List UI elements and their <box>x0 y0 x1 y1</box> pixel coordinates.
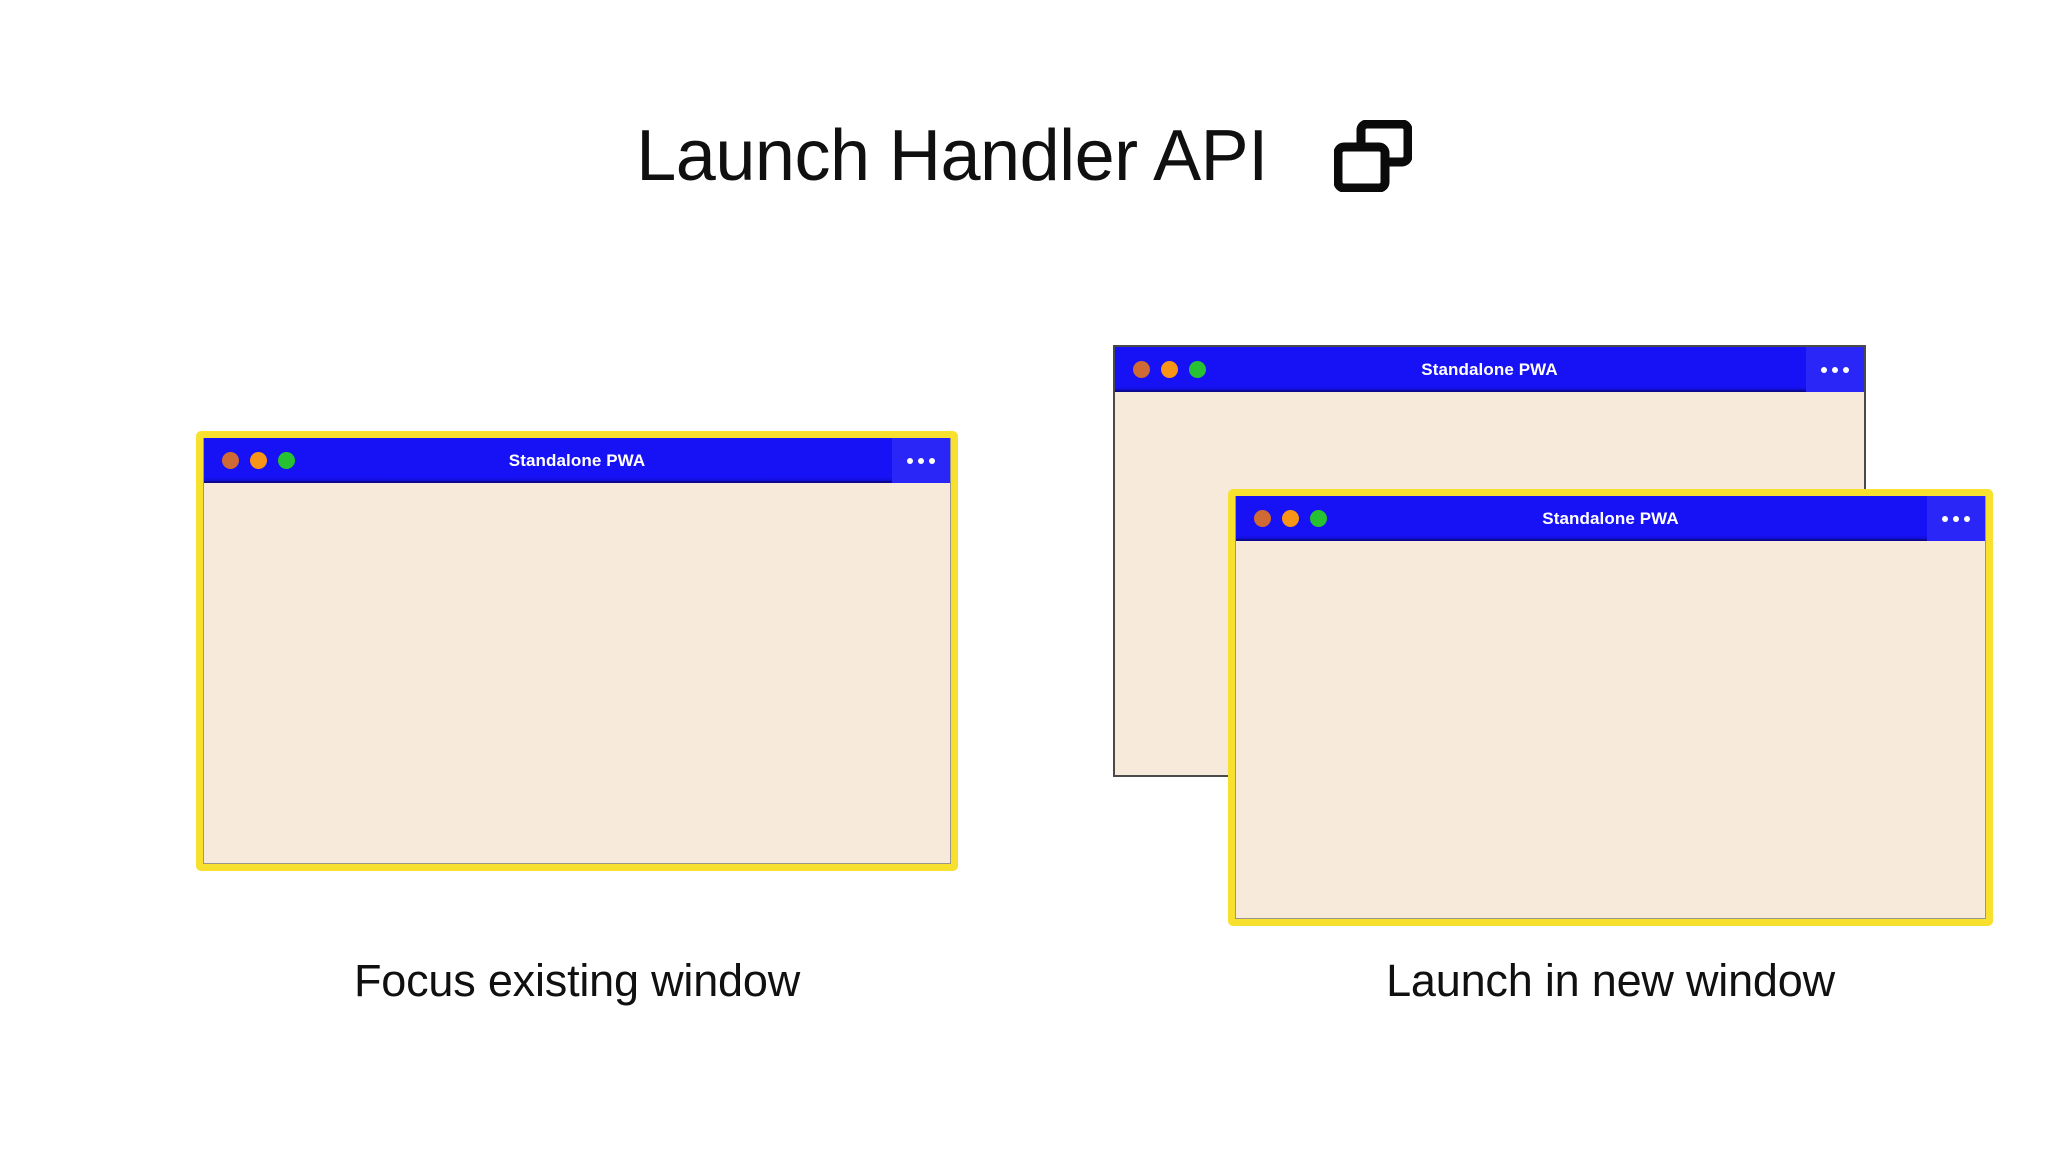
window-title: Standalone PWA <box>508 450 646 470</box>
pwa-window-focused[interactable]: Standalone PWA <box>196 431 958 871</box>
minimize-dot-icon[interactable] <box>250 452 267 469</box>
window-title: Standalone PWA <box>1421 359 1558 379</box>
menu-dot <box>1843 366 1849 373</box>
overflow-menu-icon[interactable] <box>1927 496 1985 541</box>
window-controls <box>204 452 295 469</box>
close-dot-icon[interactable] <box>222 452 239 469</box>
window-titlebar[interactable]: Standalone PWA <box>1115 347 1864 392</box>
maximize-dot-icon[interactable] <box>278 452 295 469</box>
menu-dot <box>929 457 935 464</box>
menu-dot <box>1942 515 1948 522</box>
maximize-dot-icon[interactable] <box>1310 510 1327 527</box>
overflow-menu-icon[interactable] <box>892 438 950 483</box>
overflow-menu-icon[interactable] <box>1806 347 1864 392</box>
page-header: Launch Handler API <box>0 120 2048 192</box>
caption-launch-new: Launch in new window <box>1386 955 1835 1006</box>
window-inner: Standalone PWA <box>1235 496 1986 919</box>
window-title: Standalone PWA <box>1542 508 1679 528</box>
window-content-area <box>1236 541 1985 918</box>
minimize-dot-icon[interactable] <box>1282 510 1299 527</box>
minimize-dot-icon[interactable] <box>1161 361 1178 378</box>
menu-dot <box>1821 366 1827 373</box>
menu-dot <box>1832 366 1838 373</box>
pwa-window-new[interactable]: Standalone PWA <box>1228 489 1993 926</box>
window-controls <box>1115 361 1206 378</box>
menu-dot <box>918 457 924 464</box>
window-titlebar[interactable]: Standalone PWA <box>204 438 950 483</box>
page-title: Launch Handler API <box>636 116 1268 196</box>
menu-dot <box>1964 515 1970 522</box>
multi-window-icon <box>1333 120 1412 192</box>
close-dot-icon[interactable] <box>1133 361 1150 378</box>
maximize-dot-icon[interactable] <box>1189 361 1206 378</box>
window-content-area <box>204 483 950 863</box>
menu-dot <box>1953 515 1959 522</box>
window-controls <box>1236 510 1327 527</box>
menu-dot <box>907 457 913 464</box>
close-dot-icon[interactable] <box>1254 510 1271 527</box>
caption-focus-existing: Focus existing window <box>354 955 800 1006</box>
window-inner: Standalone PWA <box>203 438 951 864</box>
window-titlebar[interactable]: Standalone PWA <box>1236 496 1985 541</box>
